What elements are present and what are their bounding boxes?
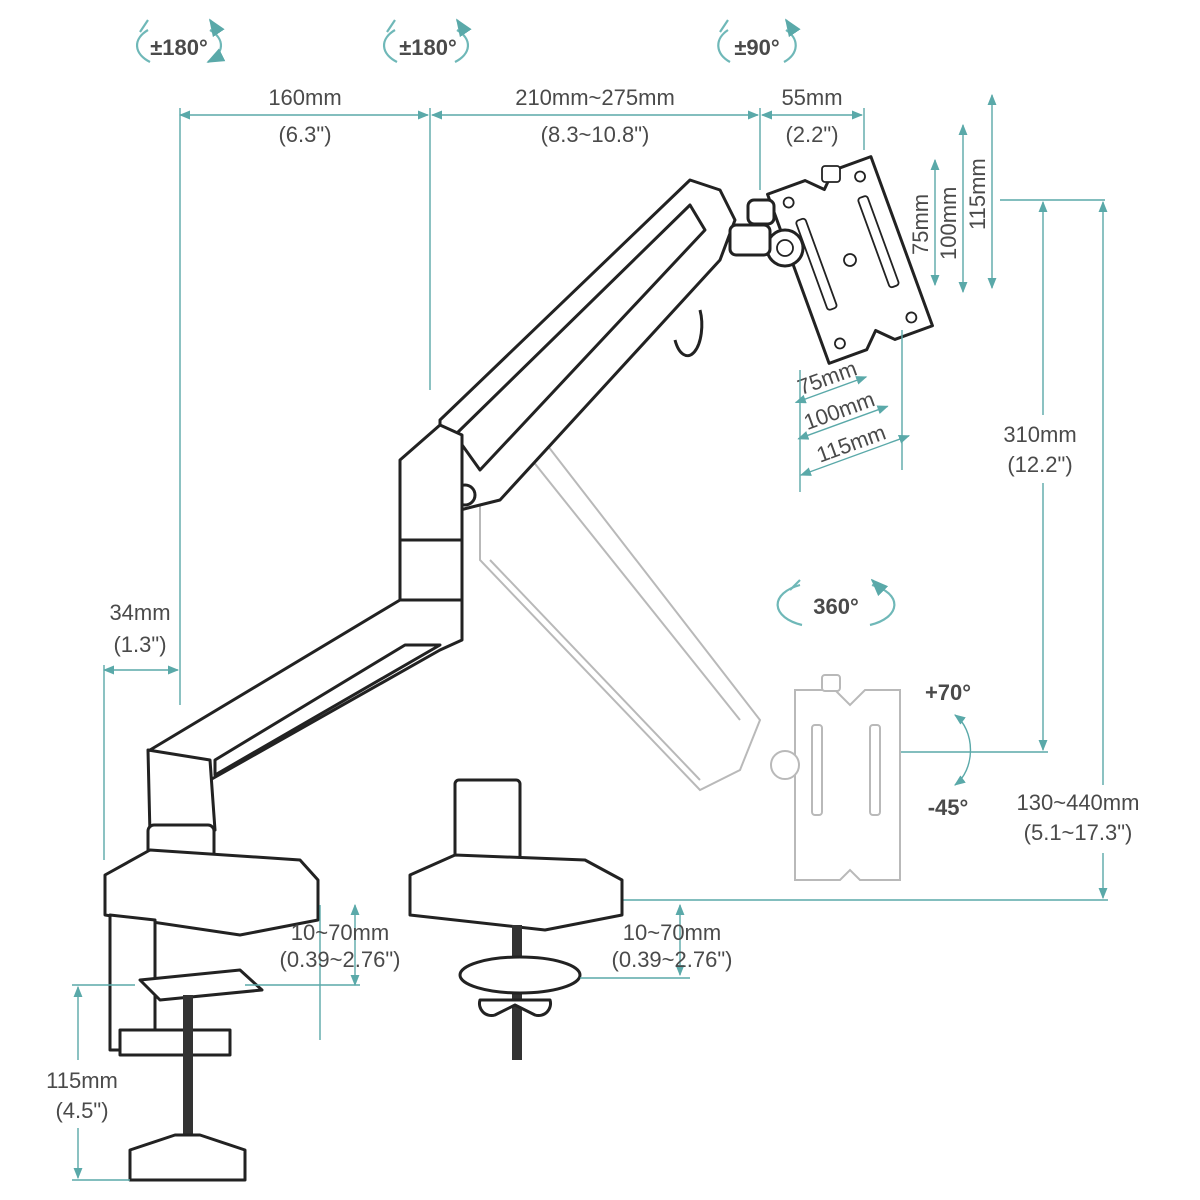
vesa-height-100: 100mm bbox=[936, 187, 961, 260]
base-column bbox=[146, 748, 217, 867]
clamp-depth-in: (4.5") bbox=[55, 1098, 108, 1123]
vesa-rotation-label: 360° bbox=[813, 594, 859, 619]
grommet-base bbox=[408, 778, 624, 1060]
vesa-height-75: 75mm bbox=[908, 194, 933, 255]
grommet-range-mm: 10~70mm bbox=[623, 920, 721, 945]
vesa-rotation-badge: 360° bbox=[776, 580, 896, 627]
offset-in: (1.3") bbox=[113, 632, 166, 657]
tilt-down-label: -45° bbox=[928, 795, 969, 820]
height-mm: 310mm bbox=[1003, 422, 1076, 447]
elbow-swivel-label: ±180° bbox=[399, 35, 457, 60]
clamp-depth-mm: 115mm bbox=[46, 1068, 118, 1093]
arm2-length-in: (8.3~10.8") bbox=[541, 122, 650, 147]
clamp-base bbox=[103, 848, 320, 1182]
height-range-in: (5.1~17.3") bbox=[1024, 820, 1133, 845]
arm1-length-mm: 160mm bbox=[268, 85, 341, 110]
head-length-mm: 55mm bbox=[781, 85, 842, 110]
tilt-up-label: +70° bbox=[925, 680, 971, 705]
upper-arm bbox=[438, 178, 805, 512]
height-range-mm: 130~440mm bbox=[1017, 790, 1140, 815]
arm1-length-in: (6.3") bbox=[278, 122, 331, 147]
lowered-arm-ghost bbox=[479, 408, 901, 881]
arm2-length-mm: 210mm~275mm bbox=[515, 85, 675, 110]
clamp-range-in: (0.39~2.76") bbox=[280, 947, 401, 972]
clamp-range-mm: 10~70mm bbox=[291, 920, 389, 945]
rotate-badge: ±90° bbox=[717, 20, 795, 63]
base-swivel-badge: ±180° bbox=[135, 20, 221, 62]
vesa-bottom-dims: 75mm 100mm 115mm bbox=[794, 356, 911, 476]
vesa-height-115: 115mm bbox=[965, 158, 990, 230]
offset-mm: 34mm bbox=[109, 600, 170, 625]
base-swivel-label: ±180° bbox=[150, 35, 208, 60]
elbow-joint bbox=[398, 423, 464, 612]
rotate-label: ±90° bbox=[734, 35, 779, 60]
grommet-range-in: (0.39~2.76") bbox=[612, 947, 733, 972]
head-length-in: (2.2") bbox=[785, 122, 838, 147]
height-in: (12.2") bbox=[1007, 452, 1072, 477]
elbow-swivel-badge: ±180° bbox=[382, 20, 468, 63]
vesa-plate bbox=[766, 155, 934, 365]
